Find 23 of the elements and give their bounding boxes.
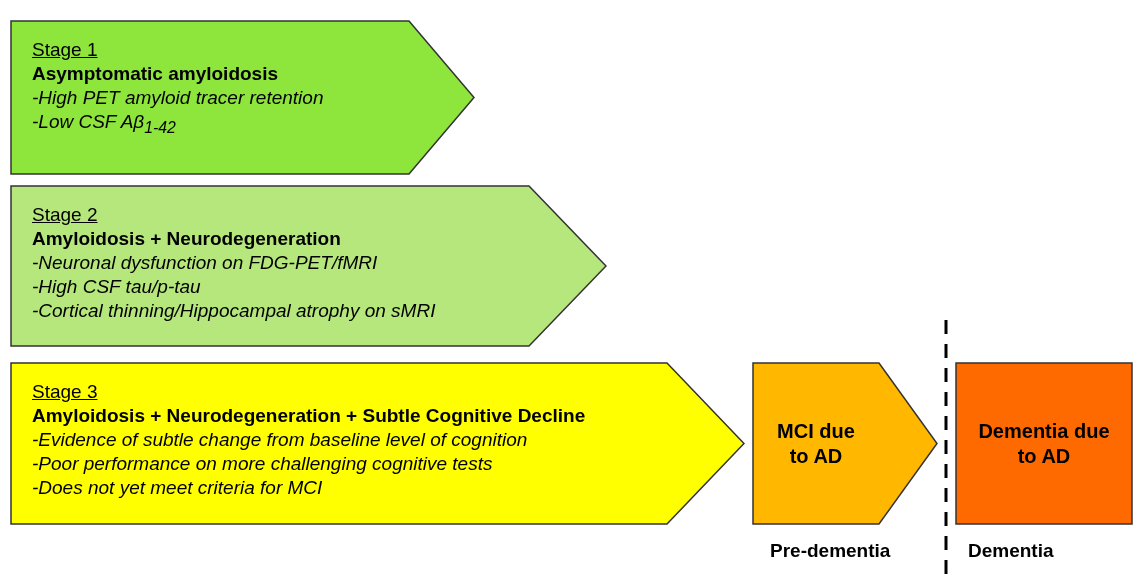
criterion-text: -Cortical thinning/Hippocampal atrophy on sMRI (32, 299, 437, 323)
criterion-text: -Poor performance on more challenging cognitive tests (32, 452, 494, 476)
criterion-text: -High CSF tau/p-tau (32, 275, 202, 299)
stage-label: Stage 3 (32, 380, 99, 404)
phase-label: Pre-dementia (770, 540, 891, 562)
criterion-text: -Does not yet meet criteria for MCI (32, 476, 324, 500)
stage-label: Stage 1 (32, 38, 99, 62)
stage-title: Amyloidosis + Neurodegeneration + Subtle Cognitive Decline (32, 404, 587, 428)
criterion-text: -Evidence of subtle change from baseline level of cognition (32, 428, 529, 452)
criterion-text: -Neuronal dysfunction on FDG-PET/fMRI (32, 251, 379, 275)
stage-banner (10, 185, 607, 347)
stage-title: Asymptomatic amyloidosis (32, 62, 280, 86)
phase-label: Dementia (968, 540, 1054, 562)
stage-banner (10, 20, 475, 175)
stage-name: MCI due to AD (776, 418, 856, 469)
stage-name: Dementia due to AD (977, 418, 1111, 469)
stage-label: Stage 2 (32, 203, 99, 227)
stage-banner (752, 362, 938, 525)
stage-panel (955, 362, 1133, 525)
stage-banner (10, 362, 745, 525)
stage-title: Amyloidosis + Neurodegeneration (32, 227, 342, 251)
criterion-text: -Low CSF Aβ$_{1-42}$ (32, 110, 177, 138)
criterion-text: -High PET amyloid tracer retention (32, 86, 325, 110)
